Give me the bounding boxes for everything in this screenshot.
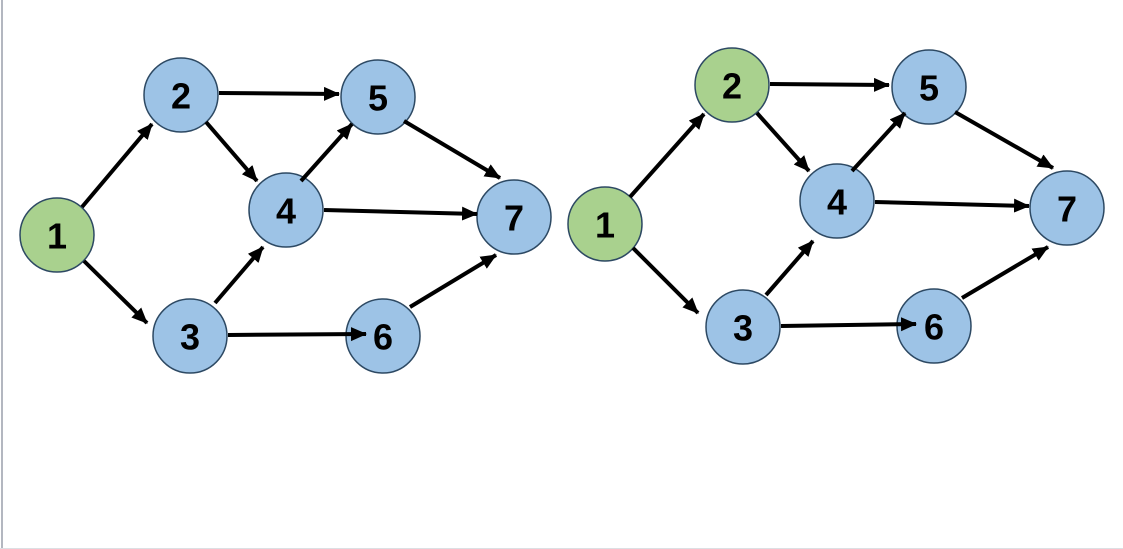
node-6-label: 6 xyxy=(373,317,393,358)
edge-3-to-4 xyxy=(213,245,265,305)
node-1-start xyxy=(19,197,95,273)
node-2-label: 2 xyxy=(171,76,191,117)
edge-2-to-4 xyxy=(204,120,259,183)
node-1-label: 1 xyxy=(595,205,615,246)
edge-4-to-5 xyxy=(299,122,354,183)
edge-5-to-7 xyxy=(954,110,1054,170)
right-graph: 1 2 3 4 5 6 7 xyxy=(567,47,1105,365)
node-2 xyxy=(143,57,219,133)
edge-6-to-7 xyxy=(408,253,498,309)
edge-1-to-3 xyxy=(631,246,700,315)
edge-6-to-7 xyxy=(960,245,1050,300)
node-4-label: 4 xyxy=(827,182,847,223)
node-4-label: 4 xyxy=(276,191,296,232)
edge-3-to-6 xyxy=(780,317,917,332)
edge-4-to-5 xyxy=(850,111,907,173)
node-7-label: 7 xyxy=(1057,189,1077,230)
node-5 xyxy=(340,59,416,135)
node-5-label: 5 xyxy=(919,68,939,109)
node-4 xyxy=(799,163,875,239)
edge-3-to-4 xyxy=(764,239,815,297)
node-5 xyxy=(891,49,967,125)
left-graph: 1 2 3 4 5 6 7 xyxy=(19,57,552,374)
node-2-start xyxy=(694,47,770,123)
edge-2-to-5 xyxy=(769,77,890,92)
node-3-label: 3 xyxy=(180,317,200,358)
pane-left-border xyxy=(1,0,3,549)
edge-5-to-7 xyxy=(402,119,502,180)
edge-2-to-4 xyxy=(755,111,811,173)
node-7 xyxy=(1029,170,1105,246)
node-7-label: 7 xyxy=(504,198,524,239)
node-2-label: 2 xyxy=(722,66,742,107)
edge-1-to-3 xyxy=(82,259,149,325)
node-4 xyxy=(248,172,324,248)
edge-1-to-2 xyxy=(628,112,706,199)
edge-4-to-7 xyxy=(874,198,1030,213)
edge-2-to-5 xyxy=(218,86,340,101)
node-5-label: 5 xyxy=(368,78,388,119)
node-6-label: 6 xyxy=(924,307,944,348)
edge-1-to-2 xyxy=(80,122,154,209)
node-1-start xyxy=(567,186,643,262)
edge-4-to-7 xyxy=(323,206,478,221)
node-3 xyxy=(152,298,228,374)
node-1-label: 1 xyxy=(47,216,67,257)
node-3-label: 3 xyxy=(733,308,753,349)
node-3 xyxy=(705,289,781,365)
edge-3-to-6 xyxy=(227,327,367,342)
